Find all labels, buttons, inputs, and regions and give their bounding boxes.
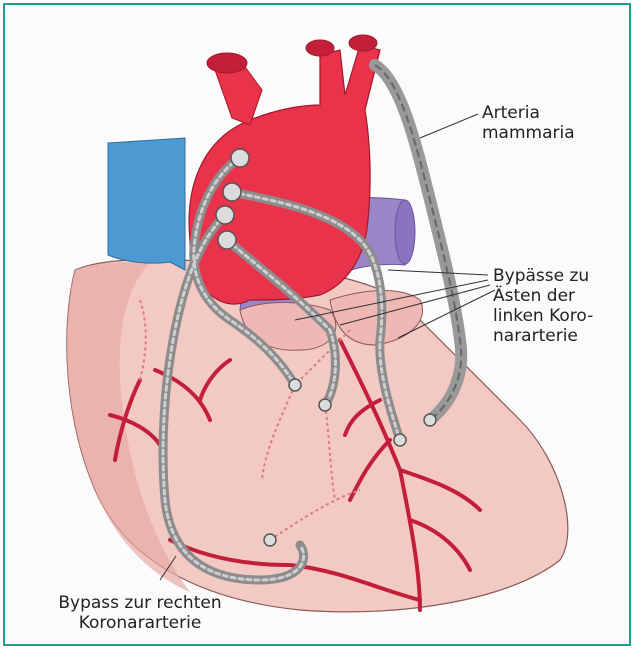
label-bypass-right: Bypass zur rechten Koronararterie [40,593,240,633]
label-bypaesse-line1: Bypässe zu [493,266,593,286]
label-arteria-line2: mammaria [482,123,575,143]
label-bypass-right-line2: Koronararterie [40,613,240,633]
label-arteria-line1: Arteria [482,103,575,123]
label-bypaesse-line4: nararterie [493,326,593,346]
label-bypaesse-line2: Ästen der [493,286,593,306]
label-bypaesse: Bypässe zu Ästen der linken Koro- narart… [493,266,593,346]
label-bypaesse-line3: linken Koro- [493,306,593,326]
vena-cava [108,138,185,270]
label-bypass-right-line1: Bypass zur rechten [40,593,240,613]
label-arteria-mammaria: Arteria mammaria [482,103,575,143]
